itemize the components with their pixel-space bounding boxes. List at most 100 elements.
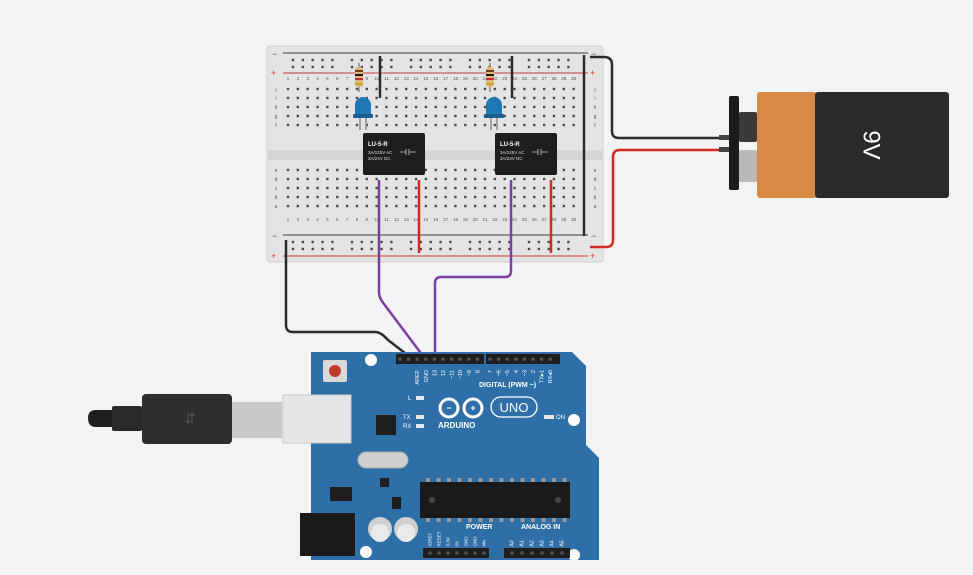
header-socket — [520, 551, 524, 555]
bb-rail-hole — [350, 247, 354, 251]
bb-hole — [454, 96, 457, 100]
bb-rail-hole — [409, 247, 413, 251]
bb-rail-hole — [360, 240, 364, 244]
bb-hole — [296, 204, 300, 208]
led-tx-label: TX — [403, 415, 411, 421]
chip-pin — [457, 518, 462, 522]
bb-row-letter: f — [594, 123, 596, 129]
bb-hole — [306, 123, 309, 127]
bb-col-num: 24 — [512, 217, 518, 222]
battery-9v[interactable]: 9V — [719, 92, 949, 198]
bb-hole — [533, 114, 536, 118]
bb-hole — [454, 123, 457, 127]
bb-rail-hole — [419, 58, 423, 62]
bb-hole — [572, 168, 575, 172]
led-1[interactable] — [353, 97, 373, 130]
resistor-2[interactable] — [486, 63, 494, 92]
bb-rail-hole — [291, 58, 295, 62]
bb-col-num: 9 — [366, 217, 369, 222]
bb-rail-hole — [380, 65, 383, 69]
bb-hole — [405, 87, 408, 91]
bb-hole — [434, 96, 437, 100]
header-socket — [432, 357, 436, 361]
bb-rail-hole — [311, 65, 314, 69]
bb-hole — [513, 87, 516, 91]
bb-hole — [385, 96, 388, 100]
bb-rail-hole — [419, 240, 423, 244]
bb-rail-hole — [527, 65, 531, 69]
bb-hole — [424, 204, 428, 208]
bb-hole — [562, 204, 565, 208]
wire-gnd-black[interactable] — [284, 240, 415, 361]
bb-rail-hole — [301, 58, 305, 62]
bb-hole — [473, 87, 477, 91]
bb-col-num: 4 — [316, 217, 319, 222]
led-l-indicator — [416, 396, 424, 400]
bb-col-num: 15 — [423, 76, 429, 81]
bb-rail-hole — [449, 58, 452, 62]
wire-battery-positive[interactable] — [590, 148, 722, 249]
bb-hole — [464, 87, 467, 91]
chip-pin — [552, 518, 556, 522]
header-socket — [424, 357, 428, 361]
bb-hole — [375, 96, 378, 100]
rail-sign-minus-tl: − — [272, 49, 277, 59]
bb-col-num: 21 — [482, 76, 488, 81]
bb-hole — [375, 186, 378, 190]
bb-rail-hole — [350, 58, 354, 62]
digital-pin-label: 12 — [441, 370, 447, 376]
chip-pin — [436, 478, 441, 482]
bb-rail-hole — [567, 240, 570, 244]
resistor-2-band-2 — [486, 74, 494, 76]
bb-hole — [473, 168, 477, 172]
header-socket — [540, 357, 544, 361]
relay-1[interactable]: LU-5-R 3A/125V AC 3A/24V DC — [363, 133, 425, 175]
wire-pin12-purple[interactable] — [433, 180, 513, 360]
bb-hole — [345, 123, 349, 127]
bb-hole — [513, 186, 516, 190]
reset-button[interactable] — [329, 365, 341, 377]
bb-hole — [385, 177, 388, 181]
rail-sign-plus-br: + — [590, 251, 595, 261]
bb-hole — [286, 114, 290, 118]
bb-rail-hole — [291, 65, 295, 69]
usb-socket — [282, 394, 352, 444]
bb-hole — [414, 96, 418, 100]
bb-hole — [296, 195, 300, 199]
bb-col-num: 23 — [502, 217, 508, 222]
bb-hole — [345, 114, 349, 118]
bb-rail-hole — [547, 65, 550, 69]
breadboard-labels: 1122334455667788991010111112121313141415… — [274, 76, 596, 222]
bb-rail-hole — [557, 240, 560, 244]
bb-hole — [562, 114, 565, 118]
usb-cable[interactable]: ⇵ — [88, 394, 282, 444]
bb-hole — [503, 204, 506, 208]
relay-2[interactable]: LU-5-R 3A/125V AC 3A/24V DC — [495, 133, 557, 175]
chip-pin — [489, 478, 493, 482]
bb-rail-hole — [537, 65, 541, 69]
led-2[interactable] — [484, 97, 504, 130]
bb-row-letter: d — [594, 177, 597, 183]
bb-rail-hole — [488, 58, 491, 62]
bb-hole — [572, 204, 575, 208]
bb-hole — [345, 204, 349, 208]
bb-hole — [473, 204, 477, 208]
bb-hole — [345, 105, 349, 109]
wire-battery-negative[interactable] — [590, 55, 722, 140]
wire-pin13-purple[interactable] — [377, 180, 427, 361]
chip-pin — [468, 478, 472, 482]
bb-hole — [316, 204, 319, 208]
bb-hole — [306, 168, 309, 172]
resistor-1-band-3 — [355, 78, 363, 80]
bb-rail-hole — [380, 240, 383, 244]
arduino-logo: − + — [438, 397, 484, 419]
chip-pin — [468, 518, 472, 522]
breadboard[interactable]: − + − + − + − + 112233445566778899101011… — [266, 45, 604, 263]
analog-header-block — [504, 548, 570, 558]
bb-rail-hole — [331, 247, 334, 251]
resistor-1[interactable] — [355, 63, 363, 92]
bb-hole — [365, 186, 368, 190]
bb-col-num: 7 — [346, 76, 349, 81]
